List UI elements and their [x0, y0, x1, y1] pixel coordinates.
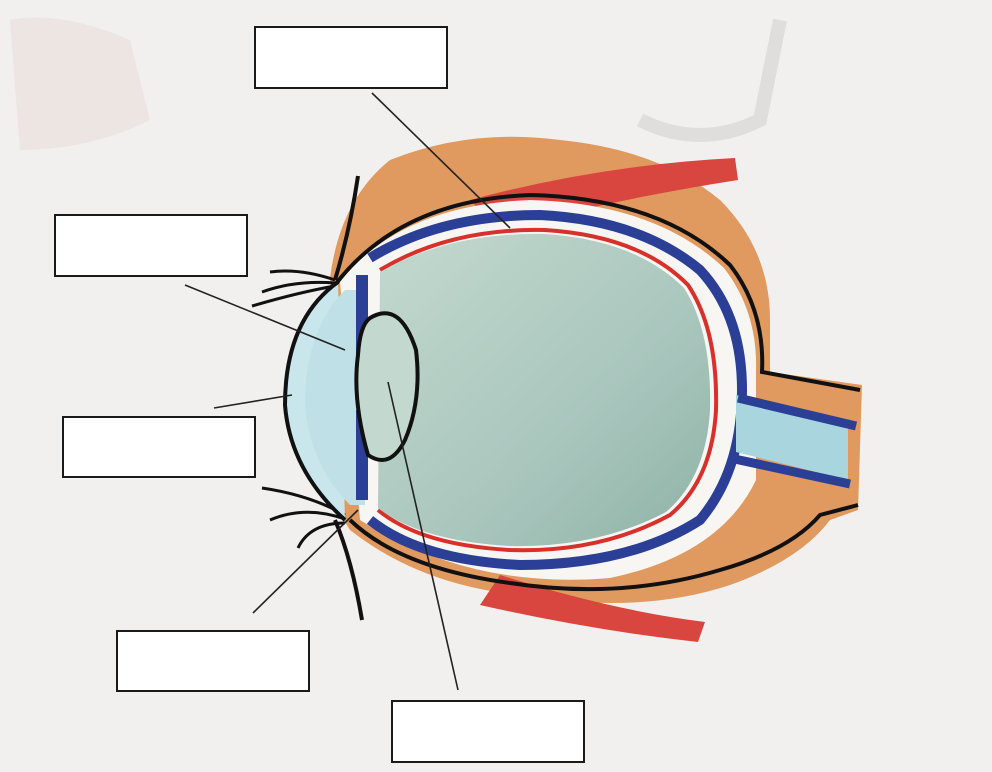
label-box-4[interactable]	[116, 630, 310, 692]
label-box-3[interactable]	[62, 416, 256, 478]
vitreous-body	[378, 234, 710, 546]
label-box-2[interactable]	[54, 214, 248, 277]
label-box-5[interactable]	[391, 700, 585, 763]
label-box-1[interactable]	[254, 26, 448, 89]
